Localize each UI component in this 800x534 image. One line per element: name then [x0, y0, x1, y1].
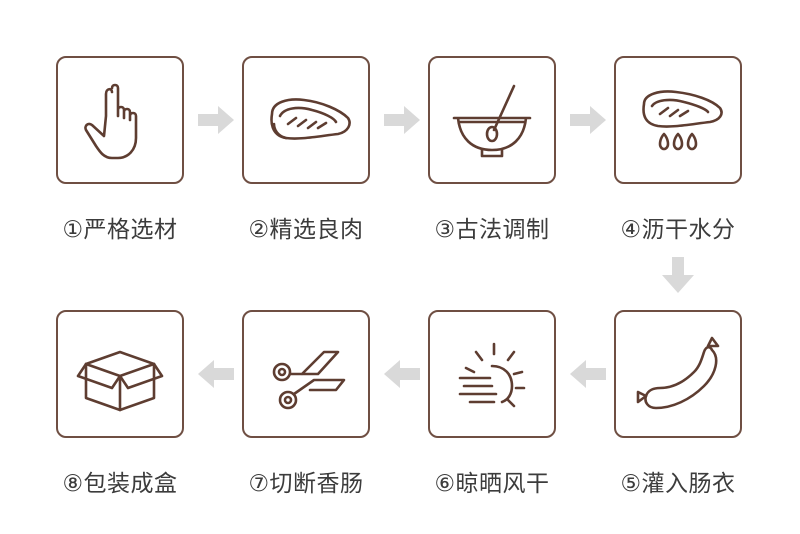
mixing-bowl-icon	[452, 84, 532, 158]
arrow-right-icon	[382, 100, 422, 140]
step-3-label: ③古法调制	[434, 217, 550, 243]
arrow-right-icon	[568, 100, 608, 140]
step-8-label: ⑧包装成盒	[62, 471, 178, 497]
step-4-label: ④沥干水分	[620, 217, 736, 243]
step-2-label: ②精选良肉	[248, 217, 364, 243]
step-1-label: ①严格选材	[62, 217, 178, 243]
arrow-right-icon	[196, 100, 236, 140]
dripping-meat-icon	[642, 90, 723, 151]
step-1-box	[56, 56, 184, 184]
step-5-box	[614, 310, 742, 438]
step-5-label: ⑤灌入肠衣	[620, 471, 736, 497]
pointing-hand-icon	[84, 83, 138, 160]
step-8-box	[56, 310, 184, 438]
meat-icon	[270, 98, 351, 140]
arrow-left-icon	[382, 354, 422, 394]
step-6-box	[428, 310, 556, 438]
arrow-left-icon	[568, 354, 608, 394]
arrow-down-icon	[658, 255, 698, 295]
step-3-box	[428, 56, 556, 184]
step-4-box	[614, 56, 742, 184]
step-2-box	[242, 56, 370, 184]
sausage-icon	[636, 336, 720, 410]
box-icon	[76, 350, 164, 412]
step-6-label: ⑥晾晒风干	[434, 471, 550, 497]
scissors-icon	[272, 350, 346, 410]
arrow-left-icon	[196, 354, 236, 394]
step-7-box	[242, 310, 370, 438]
step-7-label: ⑦切断香肠	[248, 471, 364, 497]
sun-wind-icon	[458, 342, 526, 408]
